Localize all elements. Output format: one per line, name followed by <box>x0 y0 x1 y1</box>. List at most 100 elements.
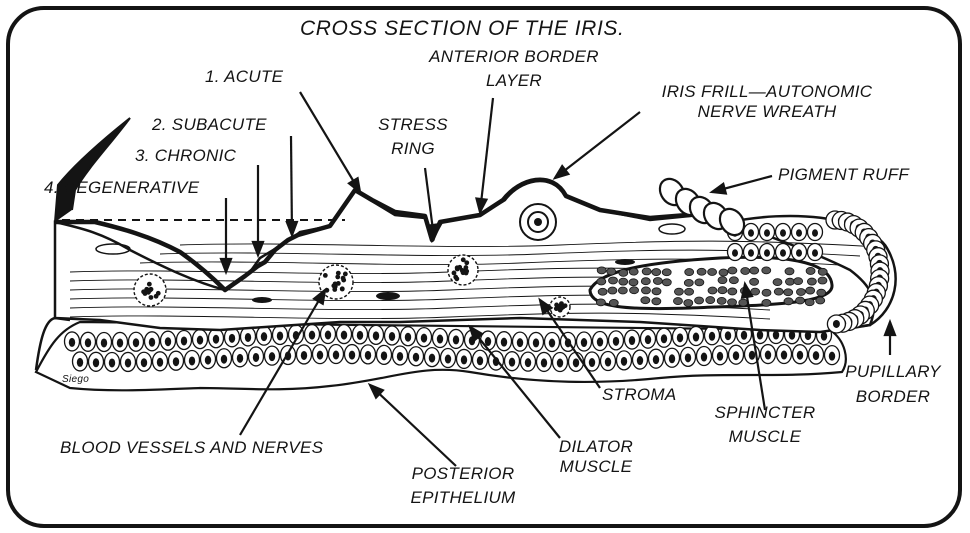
sphincter-cell <box>794 278 803 285</box>
vessel-dot <box>340 286 345 291</box>
epithelium-cell <box>89 352 104 371</box>
epithelium-cell-nucleus <box>589 358 595 367</box>
vessel-dot <box>343 272 348 277</box>
sphincter-cell <box>750 278 759 285</box>
epithelium-cell-nucleus <box>549 338 555 347</box>
sphincter-cell <box>630 287 639 294</box>
label-iris-frill-line1: IRIS FRILL—AUTONOMIC <box>632 82 902 102</box>
label-pupillary-border: PUPILLARY BORDER <box>838 362 948 407</box>
epithelium-cell-nucleus <box>245 333 251 342</box>
sphincter-cell <box>774 288 783 295</box>
arrow-acute <box>300 92 360 192</box>
sphincter-cell <box>729 277 738 284</box>
epithelium-cell-nucleus <box>517 338 523 347</box>
vessel-dot <box>452 271 457 276</box>
epithelium-cell <box>97 332 112 351</box>
epithelium-cell-nucleus <box>669 354 675 363</box>
arrow-posterior <box>370 385 456 466</box>
sphincter-cell <box>641 297 650 304</box>
sphincter-cell <box>762 289 771 296</box>
epithelium-cell-nucleus <box>261 332 267 341</box>
epithelium-cell-nucleus <box>149 338 155 347</box>
epithelium-cell <box>65 332 80 351</box>
epithelium-cell <box>537 352 552 371</box>
sphincter-cell <box>618 287 627 294</box>
epithelium-cell-nucleus <box>765 351 771 360</box>
label-stroma: STROMA <box>602 385 677 405</box>
epithelium-cell <box>337 325 352 344</box>
sphincter-cell <box>685 288 694 295</box>
epithelium-cell-nucleus <box>573 358 579 367</box>
vessel-dot <box>323 273 328 278</box>
epithelium-cell-nucleus <box>485 337 491 346</box>
leader-line <box>480 98 493 212</box>
blood-vessel-cluster <box>550 297 570 317</box>
epithelium-cell-nucleus <box>397 352 403 361</box>
label-sphincter-line2: MUSCLE <box>705 427 825 447</box>
sphincter-cell <box>662 279 671 286</box>
epithelium-cell <box>649 349 664 368</box>
epithelium-cell-nucleus <box>781 351 787 360</box>
epithelium-cell <box>321 325 336 344</box>
epithelium-cell <box>73 352 88 371</box>
loop-cell-nucleus <box>796 229 802 237</box>
vessel-dot <box>461 257 466 262</box>
epithelium-cell <box>257 326 272 345</box>
epithelium-cell-nucleus <box>581 338 587 347</box>
epithelium-cell-nucleus <box>373 331 379 340</box>
epithelium-cell <box>129 332 144 351</box>
epithelium-cell-nucleus <box>253 353 259 362</box>
epithelium-cell-nucleus <box>333 351 339 360</box>
vessel-dot <box>563 303 568 308</box>
vessel-dot <box>147 282 152 287</box>
epithelium-cell <box>681 347 696 366</box>
epithelium-cell-nucleus <box>157 358 163 367</box>
epithelium-cell <box>265 346 280 365</box>
label-subacute: 2. SUBACUTE <box>152 115 267 135</box>
sphincter-cell <box>718 287 727 294</box>
label-dilator-line2: MUSCLE <box>540 457 652 477</box>
epithelium-cell-nucleus <box>693 333 699 342</box>
epithelium-cell-nucleus <box>365 351 371 360</box>
label-blood-vessels-and-nerves: BLOOD VESSELS AND NERVES <box>60 438 323 458</box>
sphincter-cell <box>762 299 771 306</box>
epithelium-cell-nucleus <box>165 337 171 346</box>
epithelium-cell <box>153 352 168 371</box>
epithelium-cell <box>625 330 640 349</box>
sphincter-cell <box>607 268 616 275</box>
sphincter-cell <box>728 288 737 295</box>
epithelium-cell <box>433 329 448 348</box>
leader-line <box>291 136 292 235</box>
epithelium-cell <box>201 350 216 369</box>
epithelium-cell <box>441 349 456 368</box>
epithelium-cell-nucleus <box>773 331 779 340</box>
epithelium-cell-nucleus <box>525 358 531 367</box>
loop-cell-nucleus <box>796 249 802 257</box>
epithelium-cell-nucleus <box>813 351 819 360</box>
epithelium-cell-nucleus <box>501 338 507 347</box>
label-pupillary-border-line2: BORDER <box>838 387 948 407</box>
epithelium-cell-nucleus <box>133 338 139 347</box>
sphincter-cell <box>609 277 618 284</box>
sphincter-cell <box>805 299 814 306</box>
sphincter-cell <box>629 268 638 275</box>
epithelium-cell-nucleus <box>181 336 187 345</box>
sphincter-cell <box>785 268 794 275</box>
sphincter-cell <box>695 279 704 286</box>
epithelium-cell-nucleus <box>709 332 715 341</box>
label-sphincter-line1: SPHINCTER <box>705 403 825 423</box>
leader-line <box>370 385 456 466</box>
epithelium-cell <box>241 327 256 346</box>
epithelium-cell-nucleus <box>173 357 179 366</box>
arrow-chronic <box>253 165 263 255</box>
nerve-wreath-nodule <box>520 204 556 240</box>
epithelium-cell-nucleus <box>277 331 283 340</box>
epithelium-cell-nucleus <box>605 358 611 367</box>
epithelium-cell <box>505 352 520 371</box>
epithelium-cell-nucleus <box>317 351 323 360</box>
arrow-anterior-border <box>477 98 493 212</box>
epithelium-cell <box>137 352 152 371</box>
vessel-dot <box>454 276 459 281</box>
sphincter-cell <box>608 287 617 294</box>
epithelium-cell-nucleus <box>205 356 211 365</box>
